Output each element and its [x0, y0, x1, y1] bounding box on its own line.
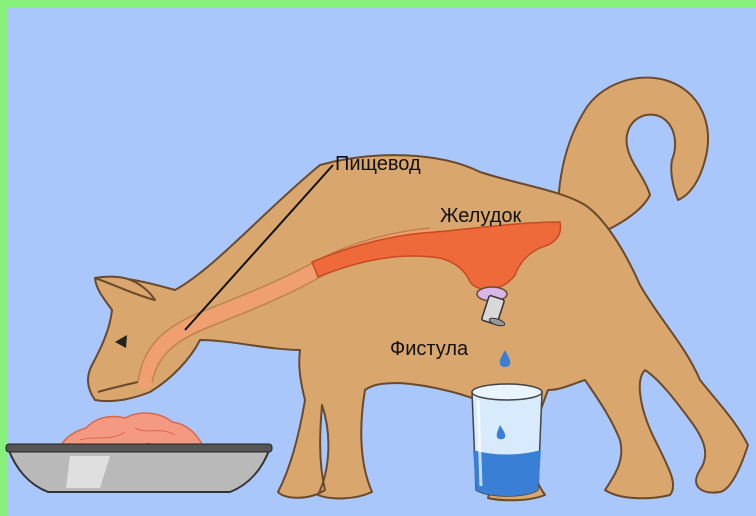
bowl-rim	[6, 444, 272, 452]
water-glass	[472, 384, 542, 496]
food-bowl	[6, 413, 272, 492]
stomach-label: Желудок	[440, 205, 521, 227]
fistula-label: Фистула	[390, 338, 469, 360]
esophagus-label: Пищевод	[335, 153, 421, 175]
bowl-body	[8, 448, 270, 492]
